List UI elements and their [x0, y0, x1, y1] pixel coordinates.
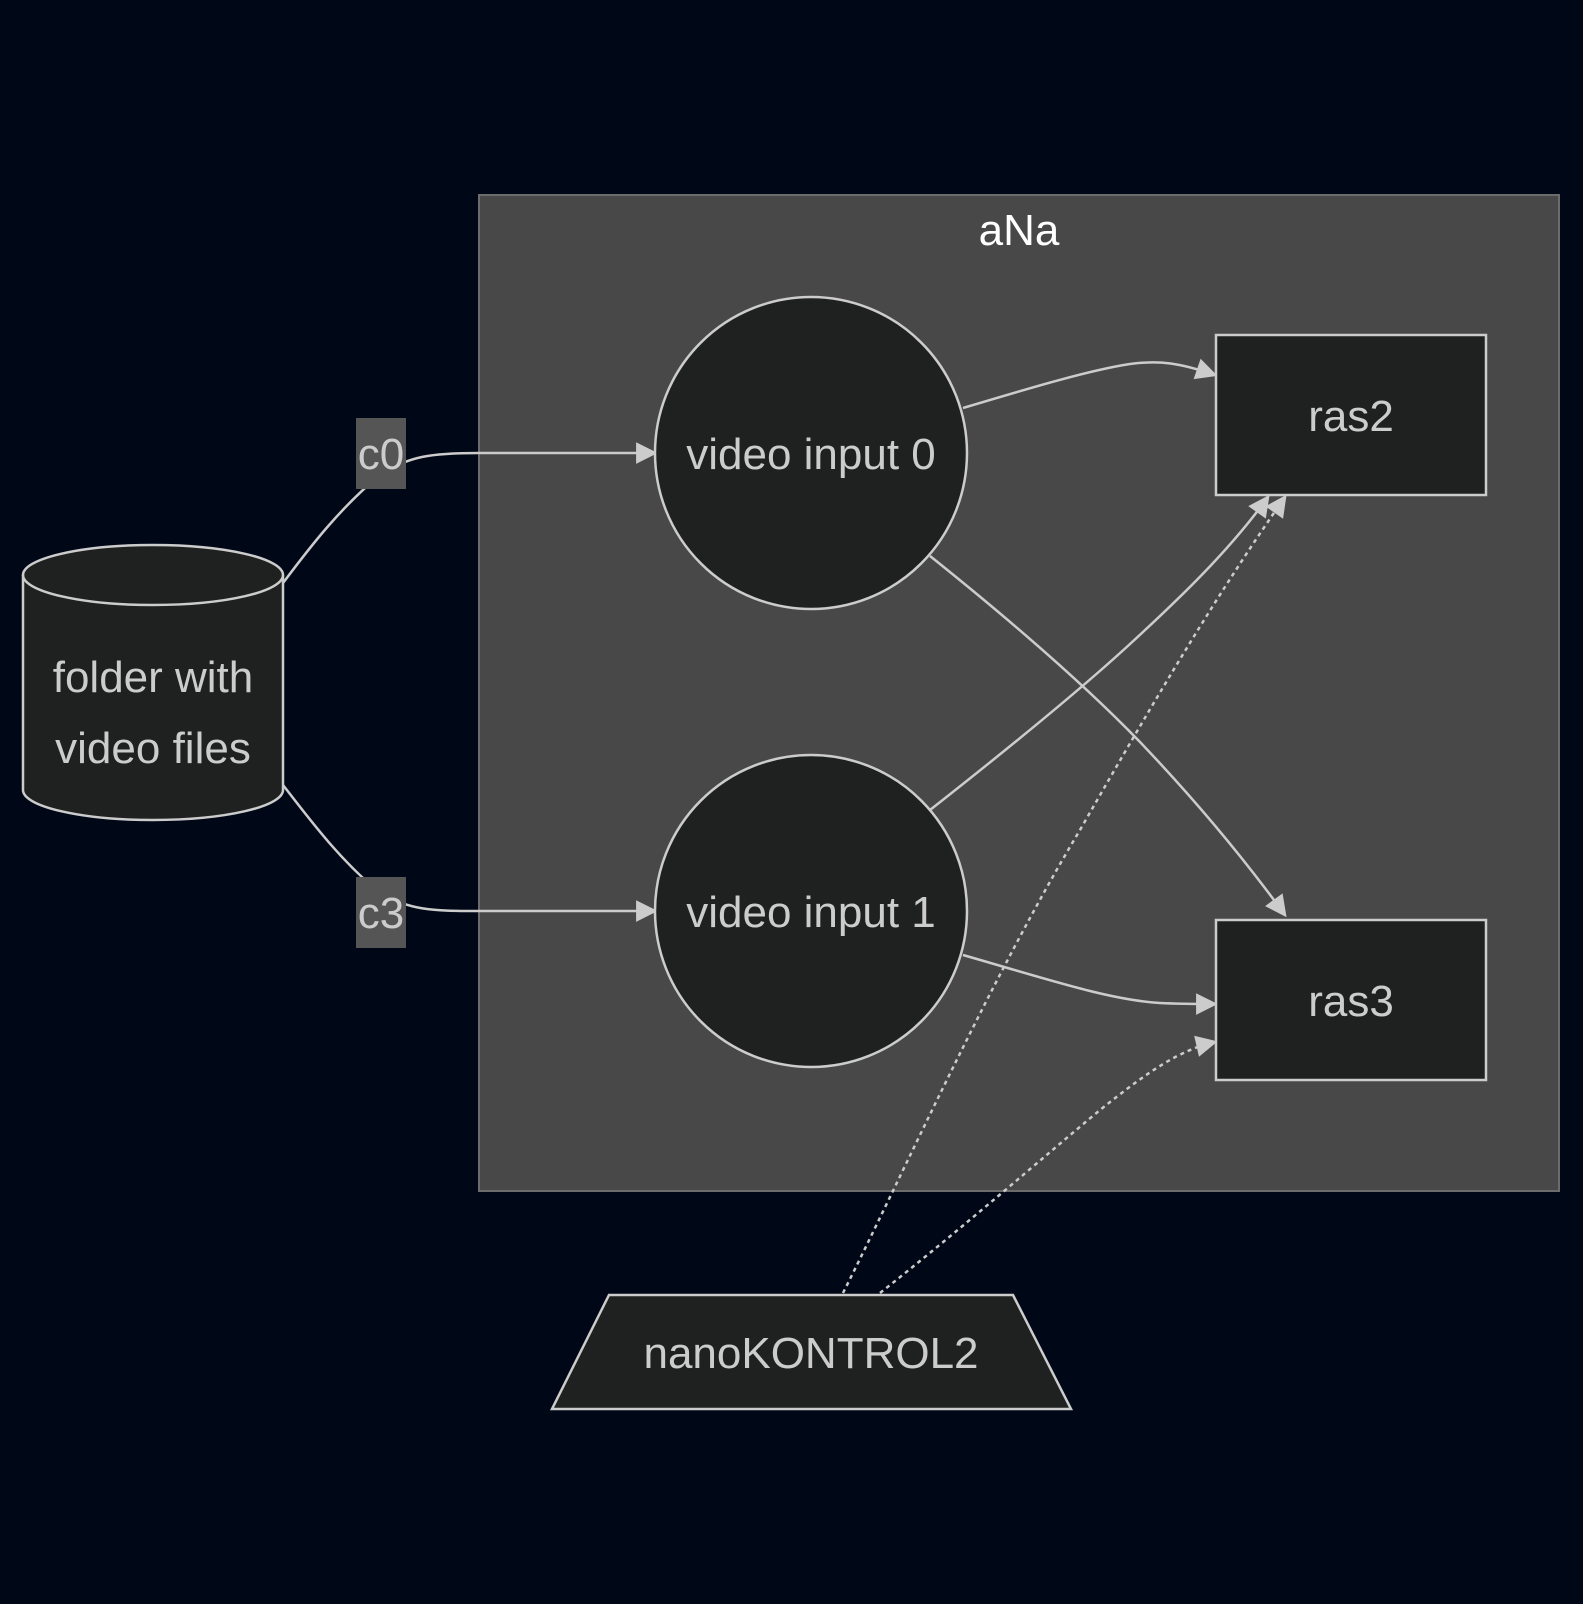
edge-label-c3-text: c3 — [358, 889, 404, 938]
edge-label-c3: c3 — [356, 877, 406, 948]
edge-video-input-1-to-ras2 — [929, 494, 1270, 811]
node-video-input-0[interactable]: video input 0 — [653, 295, 969, 611]
edge-nanokontrol2-to-ras3 — [879, 1035, 1218, 1294]
node-video-input-1[interactable]: video input 1 — [653, 753, 969, 1069]
node-ras3[interactable]: ras3 — [1214, 918, 1488, 1082]
nanokontrol2-trapezoid — [549, 1293, 1074, 1411]
ras3-label: ras3 — [1308, 977, 1394, 1026]
ras3-box — [1214, 918, 1488, 1082]
video-input-0-circle — [653, 295, 969, 611]
edge-video-input-1-to-ras3 — [962, 953, 1218, 1015]
folder-label-line1: folder with — [53, 653, 254, 702]
edge-label-c3-bg — [356, 877, 406, 948]
cylinder-body — [21, 543, 285, 822]
folder-label-line2: video files — [55, 724, 251, 773]
node-nanokontrol2[interactable]: nanoKONTROL2 — [549, 1293, 1074, 1411]
edge-label-c0-bg — [356, 418, 406, 489]
node-folder-database[interactable]: folder with video files — [21, 543, 285, 822]
edges — [282, 358, 1287, 1294]
node-ras2[interactable]: ras2 — [1214, 333, 1488, 497]
ras2-box — [1214, 333, 1488, 497]
edge-video-input-0-to-ras2 — [962, 358, 1218, 410]
video-input-1-label: video input 1 — [686, 888, 936, 937]
ras2-label: ras2 — [1308, 392, 1394, 441]
edge-nanokontrol2-to-ras2 — [841, 494, 1287, 1294]
edge-label-c0: c0 — [356, 418, 406, 489]
edge-label-c0-text: c0 — [358, 430, 404, 479]
cluster-title: aNa — [979, 206, 1060, 255]
edge-video-input-0-to-ras3 — [929, 555, 1287, 918]
nanokontrol2-label: nanoKONTROL2 — [643, 1329, 978, 1378]
video-input-1-circle — [653, 753, 969, 1069]
cylinder-top-rim — [21, 574, 285, 607]
video-input-0-label: video input 0 — [686, 430, 936, 479]
